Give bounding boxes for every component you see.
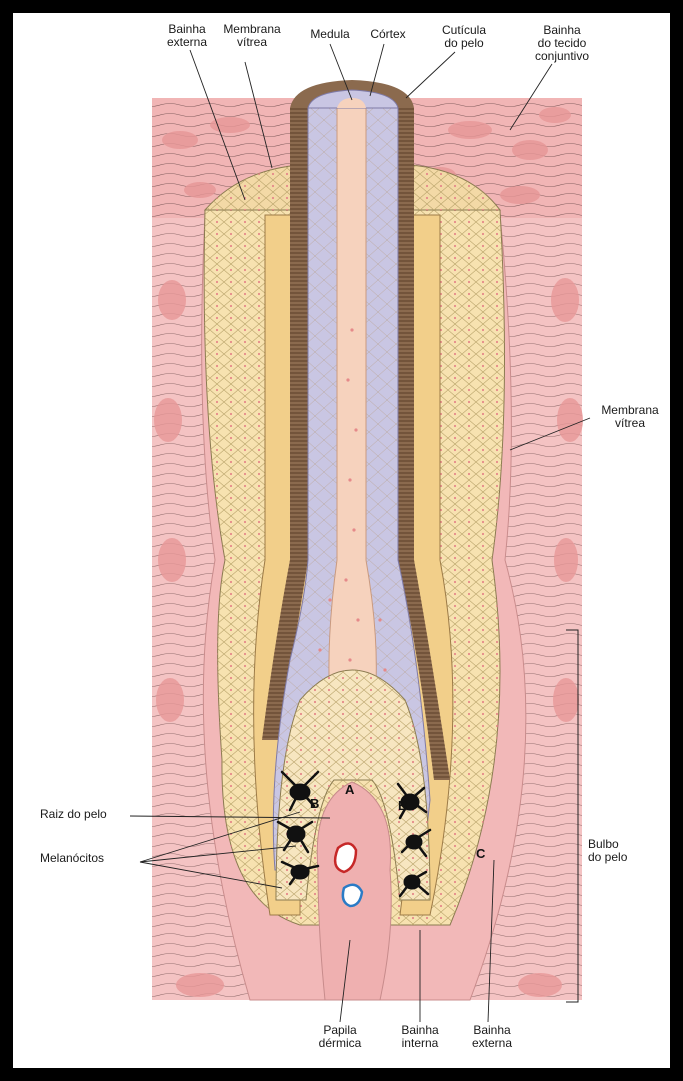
label-cortex: Córtex — [360, 28, 416, 41]
label-bainha-tecido: Bainha do tecido conjuntivo — [520, 24, 604, 63]
label-raiz-do-pelo: Raiz do pelo — [40, 808, 140, 821]
marker-c: C — [476, 846, 485, 861]
marker-b-left: B — [310, 796, 319, 811]
label-membrana-vitrea-right: Membrana vítrea — [588, 404, 672, 430]
label-bulbo-do-pelo: Bulbo do pelo — [588, 838, 648, 864]
label-medula: Medula — [298, 28, 362, 41]
label-bainha-interna-bottom: Bainha interna — [388, 1024, 452, 1050]
capillary-blue — [343, 885, 362, 906]
label-papila-dermica: Papila dérmica — [300, 1024, 380, 1050]
marker-b-right: B — [398, 798, 407, 813]
label-bainha-externa-bottom: Bainha externa — [460, 1024, 524, 1050]
marker-a: A — [345, 782, 354, 797]
label-membrana-vitrea-top: Membrana vítrea — [212, 23, 292, 49]
label-cuticula: Cutícula do pelo — [428, 24, 500, 50]
label-melanocitos: Melanócitos — [40, 852, 140, 865]
